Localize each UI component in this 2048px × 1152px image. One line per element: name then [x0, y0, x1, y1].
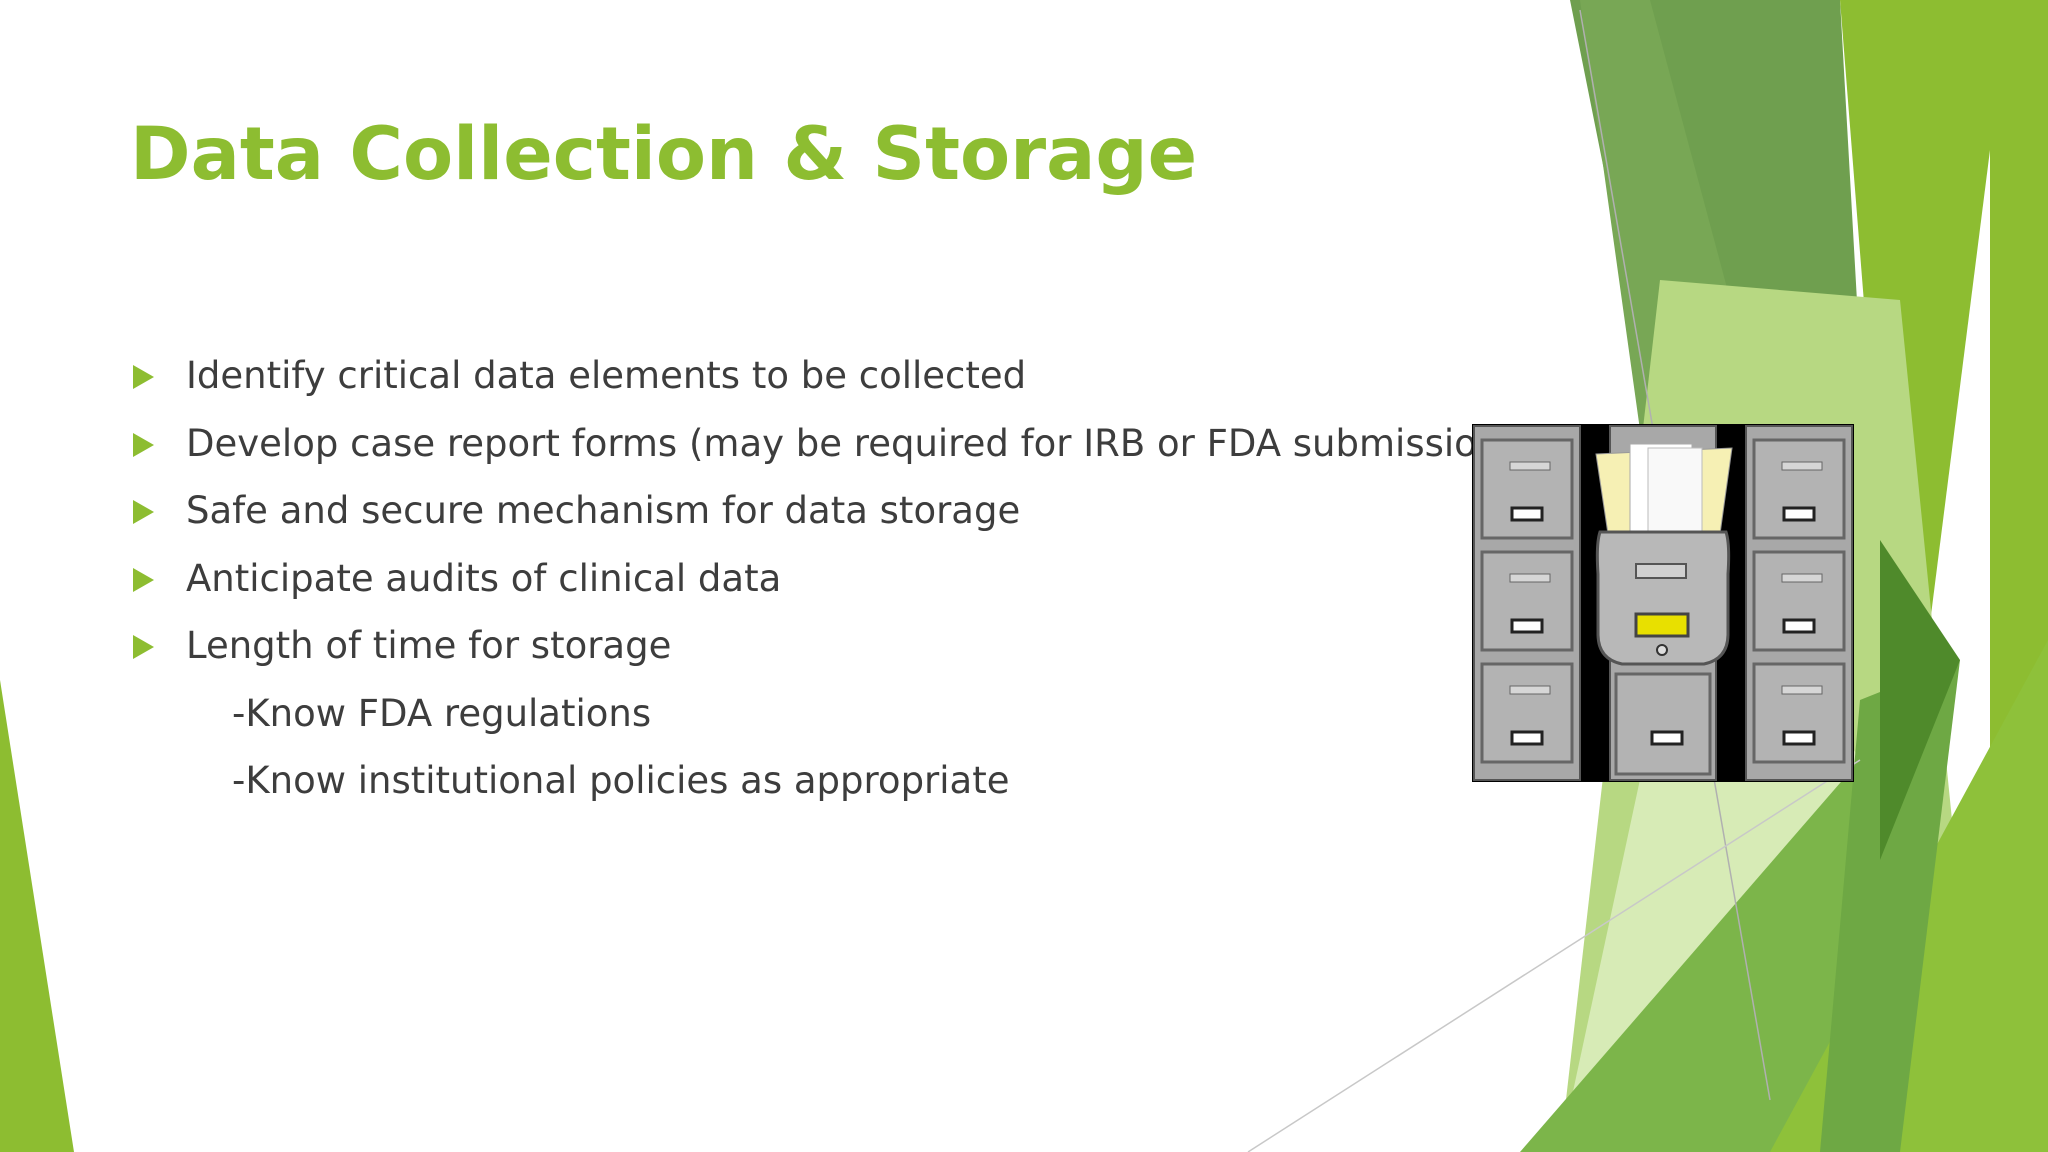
- bullet-text: Safe and secure mechanism for data stora…: [186, 489, 1021, 532]
- thin-line-2: [1247, 759, 1861, 1152]
- left-green-triangle: [0, 680, 74, 1152]
- bullet-item: Safe and secure mechanism for data stora…: [130, 485, 1515, 553]
- sub-item: -Know institutional policies as appropri…: [130, 755, 1515, 823]
- open-drawer: [1595, 530, 1731, 666]
- left-drawers: [1480, 438, 1574, 764]
- triangle-bullet-icon: [133, 432, 154, 457]
- bullet-item: Develop case report forms (may be requir…: [130, 418, 1515, 486]
- bullet-text: Anticipate audits of clinical data: [186, 556, 782, 600]
- sub-item-text: -Know institutional policies as appropri…: [232, 759, 1010, 802]
- bullet-text: Length of time for storage: [186, 624, 672, 667]
- bullet-text: Develop case report forms (may be requir…: [186, 421, 1515, 465]
- bullet-item: Length of time for storage: [130, 620, 1515, 688]
- slide-title: Data Collection & Storage: [130, 112, 1198, 197]
- facet-green-upper: [1840, 0, 1990, 820]
- facet-deep-green: [1880, 540, 1960, 860]
- triangle-bullet-icon: [133, 567, 154, 592]
- bullet-item: Identify critical data elements to be co…: [130, 350, 1515, 418]
- right-drawers: [1752, 438, 1846, 764]
- bullet-text: Identify critical data elements to be co…: [186, 354, 1027, 397]
- bullet-item: Anticipate audits of clinical data: [130, 553, 1515, 621]
- facet-mid-green: [1520, 760, 1900, 1152]
- sub-item-text: -Know FDA regulations: [232, 691, 652, 735]
- triangle-bullet-icon: [133, 500, 154, 524]
- facet-bottom-dark: [1820, 660, 1960, 1152]
- triangle-bullet-icon: [133, 365, 154, 389]
- triangle-bullet-icon: [133, 635, 154, 659]
- filing-cabinet-illustration: [1472, 424, 1854, 782]
- sub-item: -Know FDA regulations: [130, 688, 1515, 756]
- bullet-list: Identify critical data elements to be co…: [130, 350, 1515, 823]
